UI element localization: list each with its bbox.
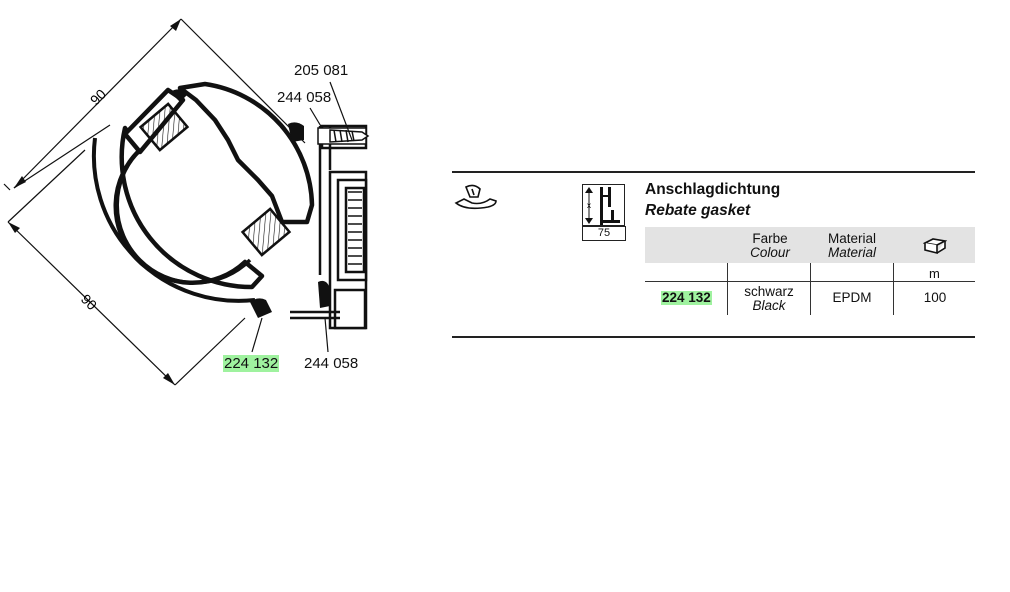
product-title-en: Rebate gasket	[645, 202, 751, 219]
table-header: Farbe Colour Material Material	[645, 227, 975, 263]
label-224132: 224 132	[223, 355, 280, 372]
col-divider-2	[810, 263, 811, 315]
colour-cell: schwarz Black	[730, 285, 808, 313]
product-title-de: Anschlagdichtung	[645, 181, 781, 198]
article-number: 224 132	[661, 290, 712, 305]
colour-de: schwarz	[744, 284, 794, 299]
dimension-value: 75	[582, 226, 626, 241]
bottom-rule	[452, 336, 975, 338]
gasket-profile-icon	[454, 184, 497, 210]
cross-section-drawing: 90 90	[3, 18, 370, 386]
label-205081: 205 081	[294, 62, 349, 79]
package-icon	[923, 238, 947, 255]
col-divider-3	[893, 263, 894, 315]
header-material-de: Material	[827, 231, 876, 246]
quantity-cell: 100	[923, 290, 947, 305]
colour-en: Black	[752, 298, 786, 313]
svg-text:x: x	[587, 201, 591, 210]
label-244058-top: 244 058	[277, 89, 332, 106]
unit-label: m	[929, 266, 940, 281]
material-cell: EPDM	[832, 290, 872, 305]
top-rule	[452, 171, 975, 173]
header-colour-de: Farbe	[752, 231, 788, 246]
label-244058-bottom: 244 058	[304, 355, 359, 372]
header-colour: Farbe Colour	[735, 232, 805, 260]
header-colour-en: Colour	[750, 245, 790, 260]
col-divider-1	[727, 263, 728, 315]
header-material-en: Material	[827, 245, 876, 260]
dim-top-text: 90	[87, 86, 109, 108]
header-material: Material Material	[815, 232, 889, 260]
dimension-schematic-icon: x	[582, 184, 625, 226]
